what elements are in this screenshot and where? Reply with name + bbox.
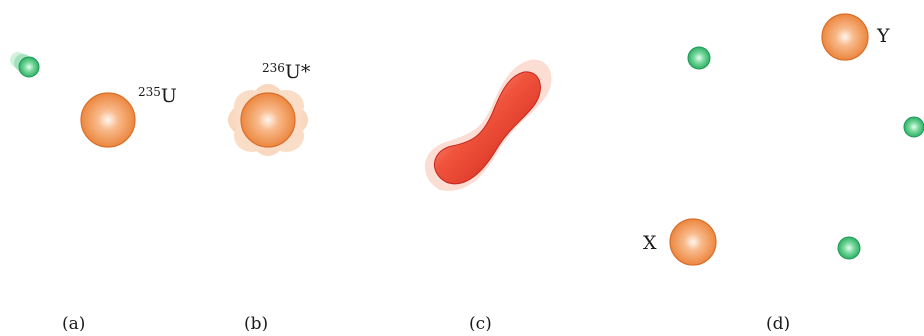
panel-b: 236U* (b) [228, 61, 311, 334]
u235-mass-number: 235 [138, 85, 161, 99]
panel-d-label: (d) [766, 314, 790, 331]
fragment-x-label: X [643, 232, 657, 254]
u236-mass-number: 236 [262, 61, 285, 75]
deformed-nucleus [434, 71, 541, 185]
panel-a: 235U (a) [10, 52, 177, 334]
incoming-neutron [10, 52, 40, 78]
uranium-236-label: 236U* [262, 61, 311, 83]
u235-symbol: U [161, 85, 177, 107]
panel-d: Y X (d) [643, 13, 924, 334]
panel-a-label: (a) [62, 314, 85, 331]
uranium-235-nucleus [80, 92, 136, 148]
panel-c: (c) [424, 59, 552, 334]
fragment-y-label: Y [876, 25, 890, 47]
u236-symbol: U* [285, 61, 311, 83]
uranium-235-label: 235U [138, 85, 177, 107]
fission-fragment-x [669, 218, 717, 266]
released-neutron [687, 46, 711, 70]
panel-c-label: (c) [469, 314, 492, 331]
fission-fragment-y [821, 13, 869, 61]
uranium-236-nucleus [240, 92, 296, 148]
released-neutron [903, 116, 924, 138]
panel-b-label: (b) [244, 314, 268, 331]
released-neutron [837, 236, 861, 260]
